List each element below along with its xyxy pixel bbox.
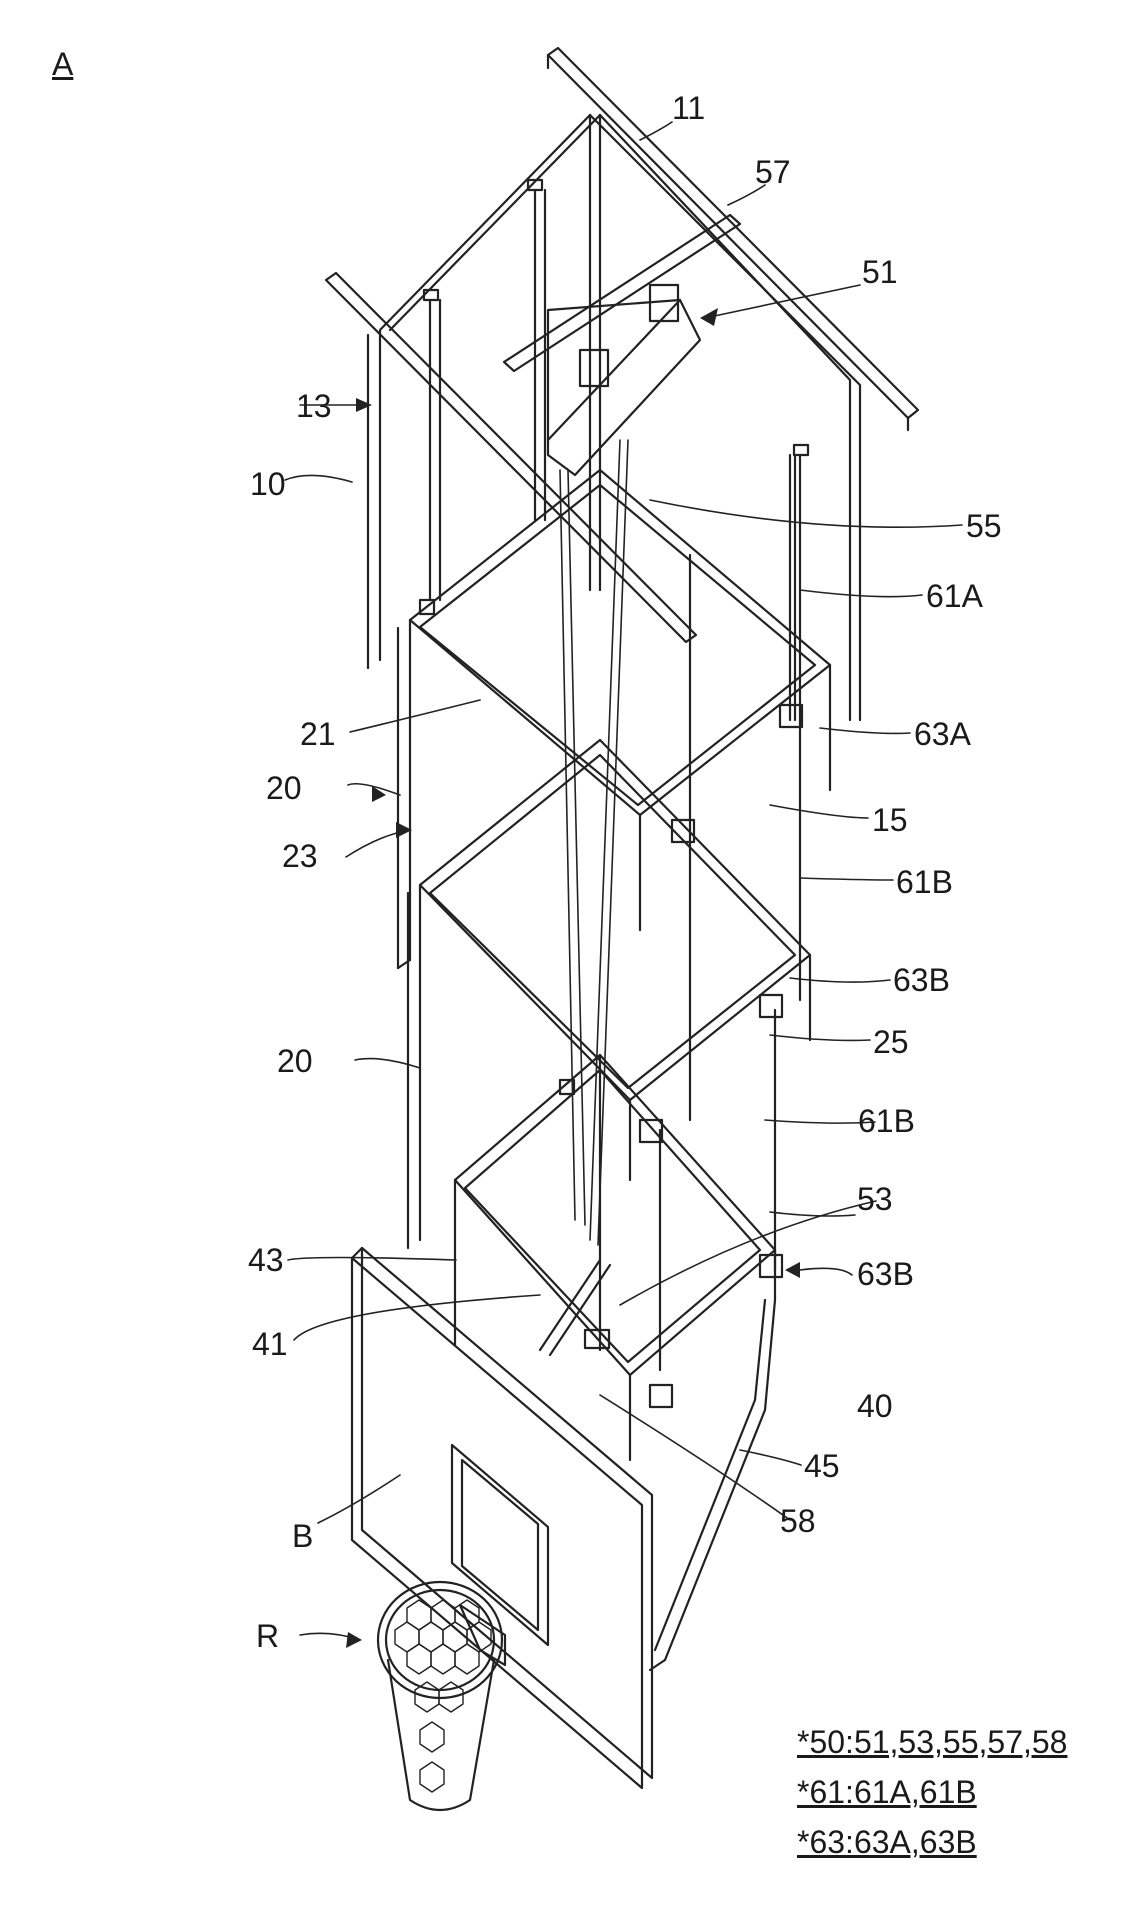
label-20-upper: 20 — [266, 770, 302, 806]
ceiling-beams — [324, 46, 920, 644]
label-10: 10 — [250, 466, 286, 502]
lower-frame — [453, 1053, 784, 1672]
label-63a: 63A — [914, 716, 971, 752]
movable-frame-2 — [406, 738, 812, 1250]
figure-id: A — [52, 46, 74, 82]
movable-frame-1 — [396, 468, 832, 970]
legend-line: *61:61A,61B — [797, 1774, 977, 1810]
label-41: 41 — [252, 1326, 288, 1362]
arrow-heads — [346, 308, 800, 1648]
motor-unit — [502, 213, 742, 477]
label-51: 51 — [862, 254, 898, 290]
label-45: 45 — [804, 1448, 840, 1484]
lifting-straps — [559, 439, 629, 1246]
label-13: 13 — [296, 388, 332, 424]
label-61b-upper: 61B — [896, 864, 953, 900]
label-55: 55 — [966, 508, 1002, 544]
label-57: 57 — [755, 154, 791, 190]
label-63b-lower: 63B — [857, 1256, 914, 1292]
label-40: 40 — [857, 1388, 893, 1424]
leader-lines — [284, 121, 963, 1641]
label-61b-lower: 61B — [858, 1103, 915, 1139]
label-11: 11 — [672, 90, 706, 126]
fixed-frame — [366, 113, 862, 722]
label-58: 58 — [780, 1503, 816, 1539]
label-b: B — [292, 1518, 314, 1554]
hanging-rods — [658, 453, 802, 1372]
label-r: R — [256, 1618, 280, 1654]
label-63b-upper: 63B — [893, 962, 950, 998]
legend-line: *63:63A,63B — [797, 1824, 977, 1860]
legend-line: *50:51,53,55,57,58 — [797, 1724, 1068, 1760]
label-15: 15 — [872, 802, 908, 838]
label-21: 21 — [300, 716, 336, 752]
backboard — [350, 1246, 654, 1790]
label-25: 25 — [873, 1024, 909, 1060]
label-53: 53 — [857, 1181, 893, 1217]
label-43: 43 — [248, 1242, 284, 1278]
label-20-lower: 20 — [277, 1043, 313, 1079]
label-23: 23 — [282, 838, 318, 874]
basketball-hoop — [376, 1580, 507, 1811]
label-61a: 61A — [926, 578, 983, 614]
